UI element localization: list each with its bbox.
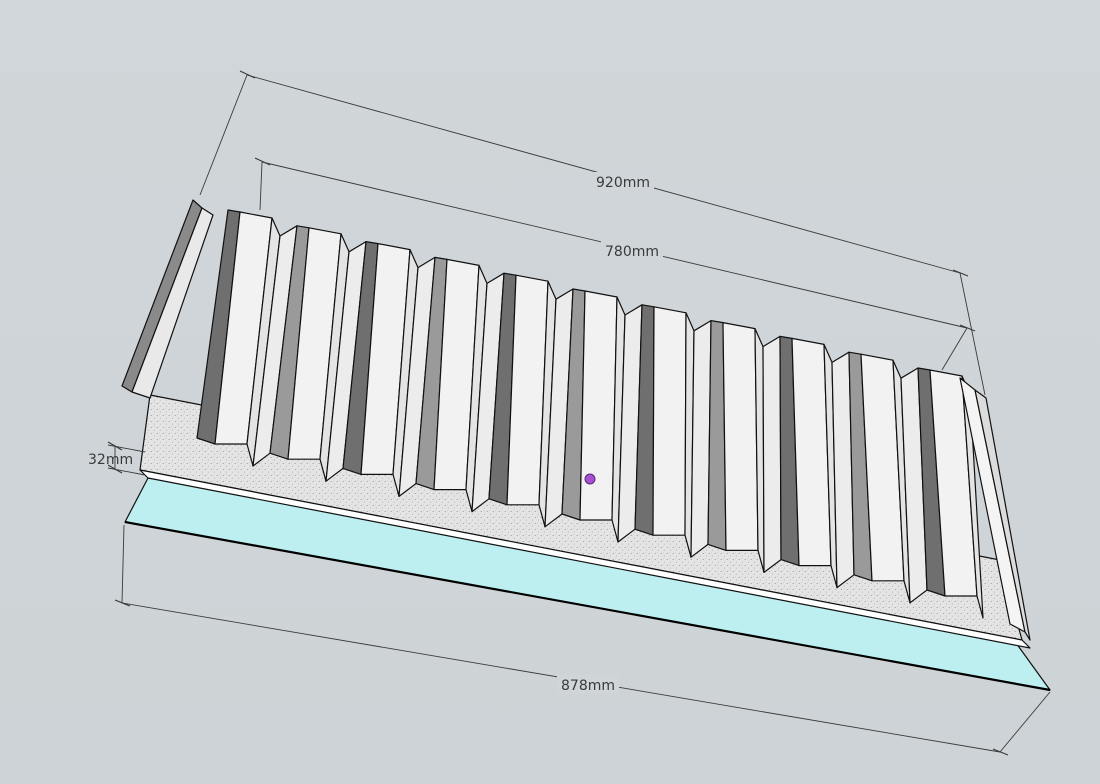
rib-face [722,322,759,552]
right-edge-step [959,377,1031,641]
left-edge-lip [121,199,214,399]
dimension-label-920: 920mm [596,175,650,191]
dimension-780[interactable]: 780mm [254,157,976,371]
dimension-label-878: 878mm [561,678,615,694]
corrugated-ribs [196,209,984,619]
dimension-32[interactable]: 32mm [88,441,146,476]
inference-point[interactable] [584,473,596,485]
rib-valley [762,335,782,574]
dimension-label-32: 32mm [88,452,133,468]
rib-face [652,306,687,536]
dimension-label-780: 780mm [605,244,659,260]
dimension-920[interactable]: 920mm [199,70,986,396]
dimension-878[interactable]: 878mm [114,524,1051,756]
rib-face [579,290,618,521]
